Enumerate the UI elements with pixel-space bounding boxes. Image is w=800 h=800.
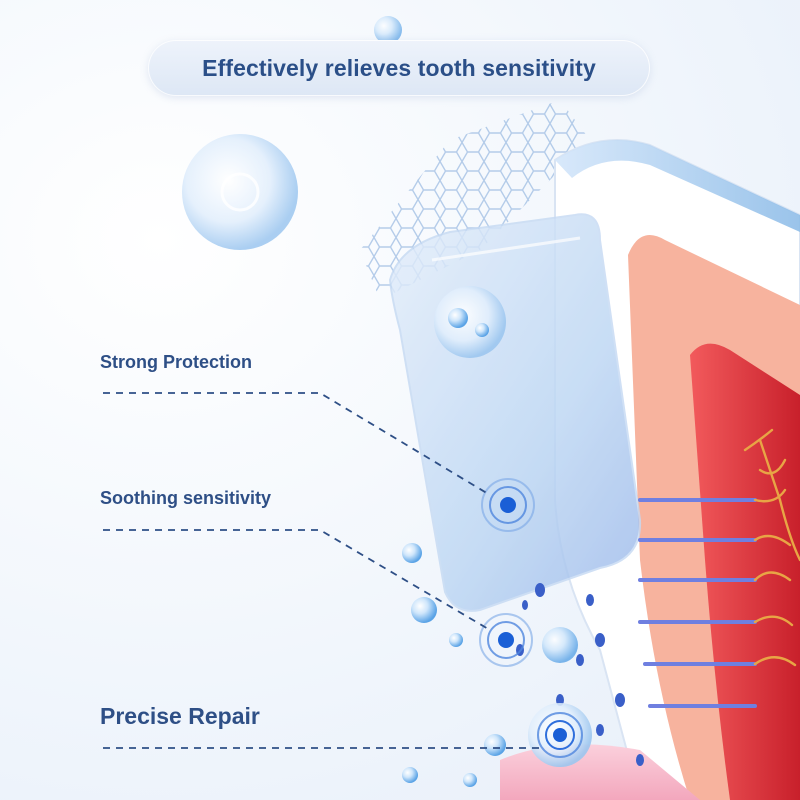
particle-dots [516,583,644,766]
enamel-shield [388,213,642,612]
target-marker-icon [481,478,535,532]
tubule-lines [638,498,757,708]
callout-label-soothing-sensitivity: Soothing sensitivity [100,488,272,508]
callout-leader-lines [103,392,540,749]
title-banner: Effectively relieves tooth sensitivity [148,40,650,96]
target-marker-icon [537,712,583,758]
page-title: Effectively relieves tooth sensitivity [202,54,596,81]
callout-label-strong-protection: Strong Protection [100,352,252,372]
nerve-fibers-icon [743,428,800,667]
callout-label-precise-repair: Precise Repair [100,703,260,729]
target-marker-icon [479,613,533,667]
